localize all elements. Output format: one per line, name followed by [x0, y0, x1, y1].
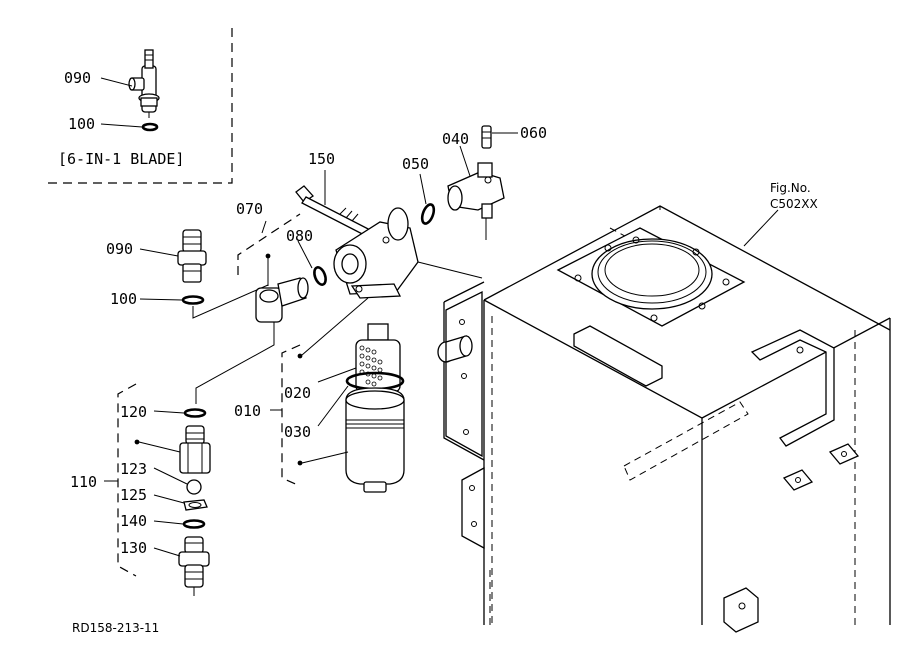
valve-body — [179, 425, 211, 474]
o-ring-120 — [183, 408, 207, 418]
callout-090: 090 — [106, 240, 133, 258]
filter-element-020 — [355, 323, 401, 393]
drawing-id: RD158-213-11 — [72, 621, 159, 635]
callout-110: 110 — [70, 473, 97, 491]
callout-123: 123 — [120, 460, 147, 478]
callout-150: 150 — [308, 150, 335, 168]
callout-090-inset: 090 — [64, 69, 91, 87]
inset-o-ring-100 — [141, 122, 159, 132]
o-ring-080 — [313, 266, 327, 286]
filter-head — [333, 207, 483, 299]
callout-100-inset: 100 — [68, 115, 95, 133]
check-ball-123 — [186, 479, 202, 495]
fig-label: Fig.No. — [770, 181, 811, 195]
callout-060: 060 — [520, 124, 547, 142]
callout-080: 080 — [286, 227, 313, 245]
callout-130: 130 — [120, 539, 147, 557]
callout-050: 050 — [402, 155, 429, 173]
callout-120: 120 — [120, 403, 147, 421]
o-ring-100 — [181, 295, 205, 305]
hydraulic-tank — [437, 205, 891, 633]
callout-030: 030 — [284, 423, 311, 441]
tee-fitting-040 — [447, 162, 505, 240]
fitting-090 — [177, 229, 207, 283]
callout-020: 020 — [284, 384, 311, 402]
nipple-060 — [481, 125, 492, 149]
fitting-130 — [178, 536, 210, 596]
inset-frame — [45, 28, 233, 184]
callout-100: 100 — [110, 290, 137, 308]
o-ring-140 — [182, 519, 206, 529]
spring-125 — [183, 499, 208, 511]
o-ring-050 — [420, 203, 436, 225]
callout-040: 040 — [442, 130, 469, 148]
callout-140: 140 — [120, 512, 147, 530]
callout-070: 070 — [236, 200, 263, 218]
inset-label: [6-IN-1 BLADE] — [58, 150, 184, 168]
inset-fitting-090 — [128, 49, 160, 118]
callout-125: 125 — [120, 486, 147, 504]
filter-case — [345, 387, 405, 493]
callout-010: 010 — [234, 402, 261, 420]
elbow-fitting-070 — [255, 253, 309, 323]
fig-number: C502XX — [770, 197, 818, 211]
